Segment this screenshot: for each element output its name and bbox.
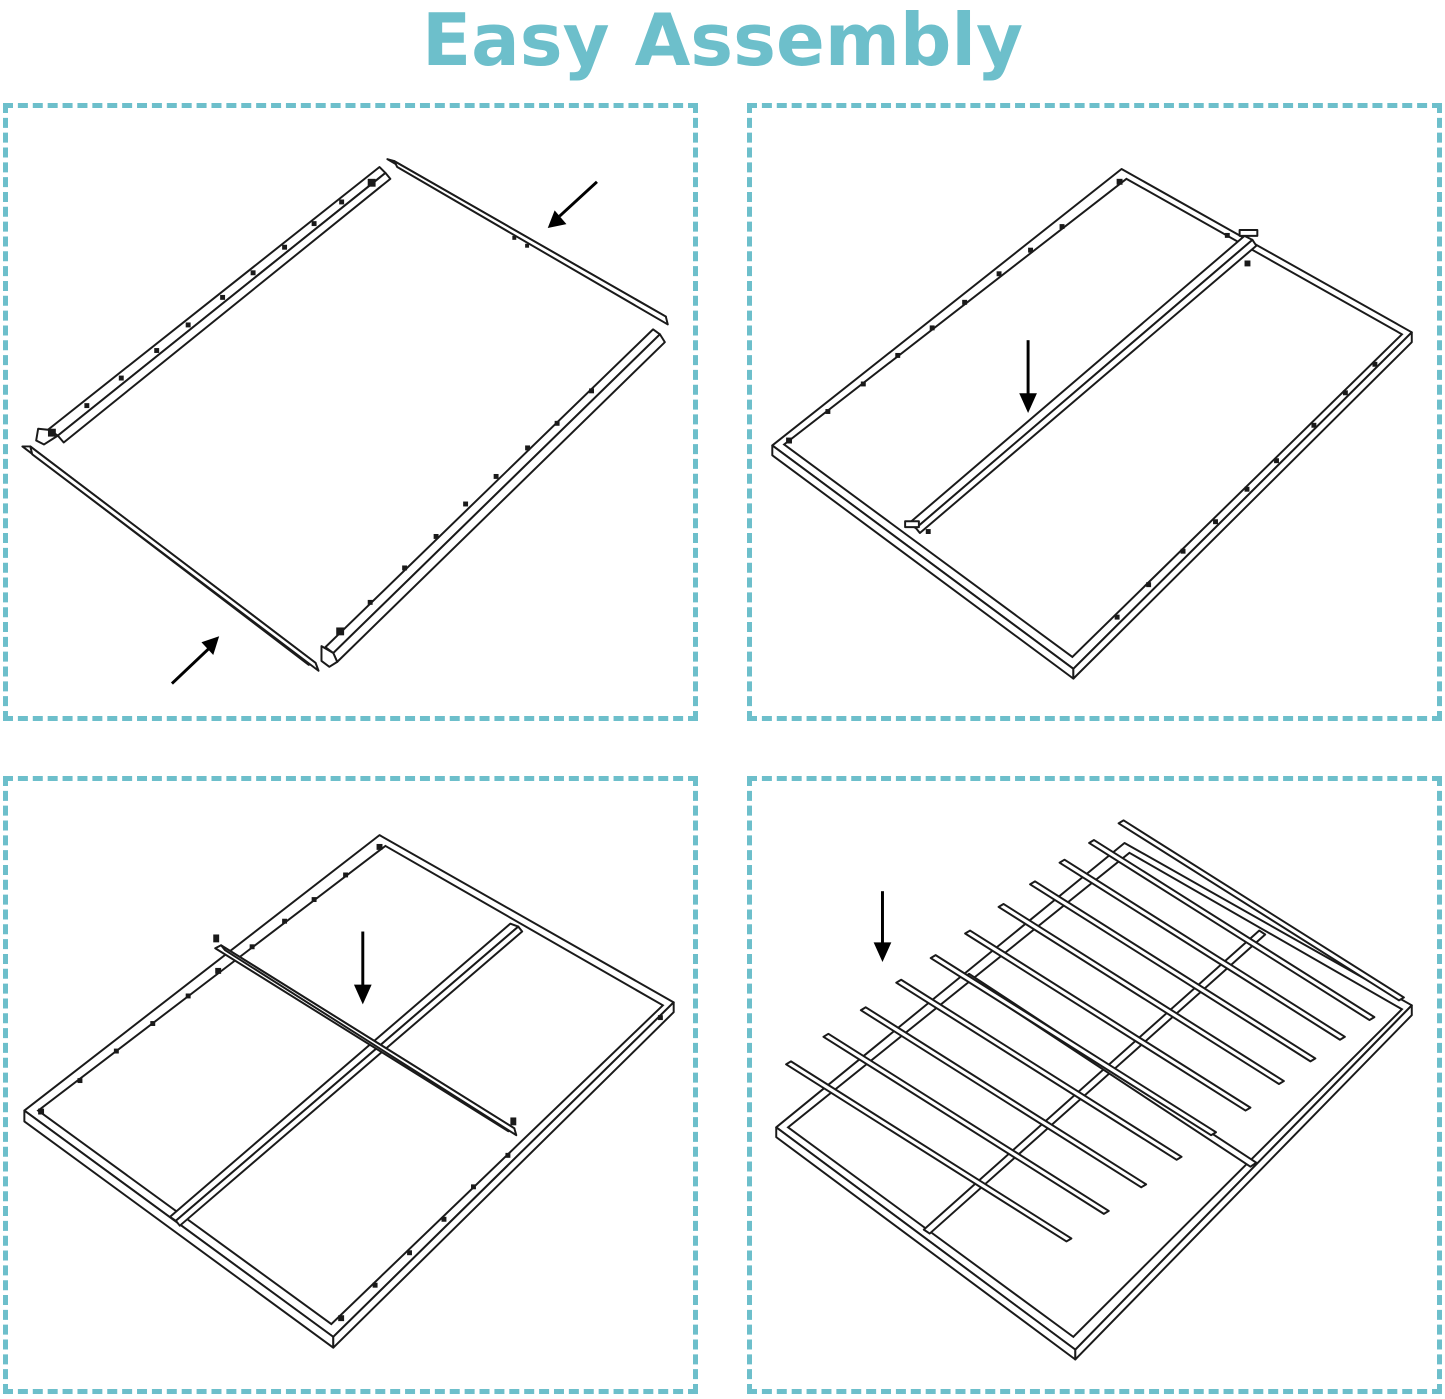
bed-frame-outline — [775, 841, 1413, 1361]
arrow-icon — [873, 891, 892, 963]
bed-frame-outline — [23, 834, 675, 1349]
slat — [1029, 880, 1317, 1063]
arrow-icon — [353, 931, 372, 1005]
bed-frame-outline — [771, 168, 1413, 680]
slat — [929, 954, 1217, 1137]
page-title: Easy Assembly — [421, 0, 1024, 82]
step-1-panel — [3, 103, 698, 721]
center-rail — [904, 229, 1259, 534]
slat — [822, 1032, 1110, 1215]
slats — [785, 819, 1405, 1243]
foot-rail — [21, 445, 320, 672]
arrow-icon — [1019, 340, 1037, 413]
slat — [1058, 858, 1346, 1041]
cross-rail — [213, 934, 518, 1137]
slat — [1117, 819, 1405, 1002]
step-3-illustration — [23, 834, 675, 1349]
slat — [859, 1006, 1148, 1189]
step-2-panel — [747, 103, 1442, 721]
step-3-panel — [3, 776, 698, 1394]
slat — [785, 1060, 1073, 1243]
slat — [964, 929, 1252, 1112]
left-side-rail — [35, 166, 392, 446]
step-4-illustration — [775, 819, 1413, 1361]
step-1-illustration — [21, 158, 669, 685]
center-rail — [168, 922, 524, 1227]
arrow-icon — [547, 180, 598, 229]
head-rail — [386, 158, 669, 326]
arrow-icon — [170, 636, 220, 685]
slat — [1088, 839, 1376, 1022]
step-2-illustration — [771, 168, 1413, 680]
slat — [895, 978, 1183, 1161]
step-4-panel — [747, 776, 1442, 1394]
right-side-rail — [320, 328, 666, 668]
slat — [997, 902, 1285, 1085]
